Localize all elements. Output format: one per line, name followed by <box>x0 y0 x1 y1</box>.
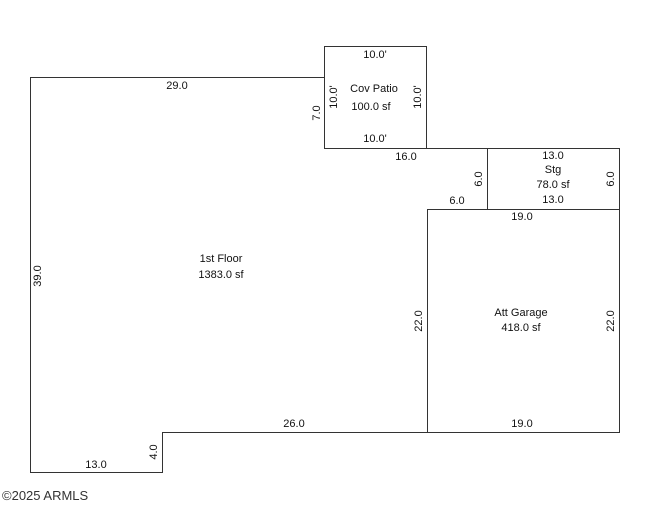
dim-stg-left: 6.0 <box>473 171 485 186</box>
dim-floor-left: 39.0 <box>32 265 44 286</box>
dim-garage-bottom: 19.0 <box>511 418 532 430</box>
garage-outline <box>427 209 620 433</box>
dim-floor-bottom: 13.0 <box>85 459 106 471</box>
dim-floor-top: 29.0 <box>166 80 187 92</box>
dim-garage-top: 19.0 <box>511 211 532 223</box>
dim-patio-left: 10.0' <box>328 85 340 109</box>
first-floor-outline <box>30 77 488 473</box>
cov-patio-outline <box>324 46 427 149</box>
dim-stg-right: 6.0 <box>605 171 617 186</box>
dim-stg-top: 13.0 <box>542 150 563 162</box>
copyright-text: ©2025 ARMLS <box>2 488 89 503</box>
first-floor-area: 1383.0 sf <box>198 269 244 281</box>
dim-floor-notch-top: 16.0 <box>395 151 416 163</box>
dim-patio-right: 10.0' <box>412 85 424 109</box>
cov-patio-name: Cov Patio <box>350 83 398 95</box>
dim-patio-bottom: 10.0' <box>363 133 387 145</box>
dim-floor-patio-side: 7.0 <box>311 105 323 120</box>
garage-area: 418.0 sf <box>501 322 541 334</box>
dim-garage-right: 22.0 <box>605 310 617 331</box>
dim-floor-notch-step: 6.0 <box>449 195 464 207</box>
dim-patio-top: 10.0' <box>363 49 387 61</box>
copyright-label: 2025 ARMLS <box>12 488 89 503</box>
dim-garage-left: 22.0 <box>413 310 425 331</box>
storage-area: 78.0 sf <box>536 179 570 191</box>
first-floor-name: 1st Floor <box>200 253 243 265</box>
cov-patio-area: 100.0 sf <box>351 101 391 113</box>
garage-name: Att Garage <box>494 307 547 319</box>
dim-floor-step: 4.0 <box>148 444 160 459</box>
copyright-symbol: © <box>2 488 12 503</box>
dim-stg-bottom: 13.0 <box>542 194 563 206</box>
dim-floor-bottom-mid: 26.0 <box>283 418 304 430</box>
storage-name: Stg <box>545 164 562 176</box>
